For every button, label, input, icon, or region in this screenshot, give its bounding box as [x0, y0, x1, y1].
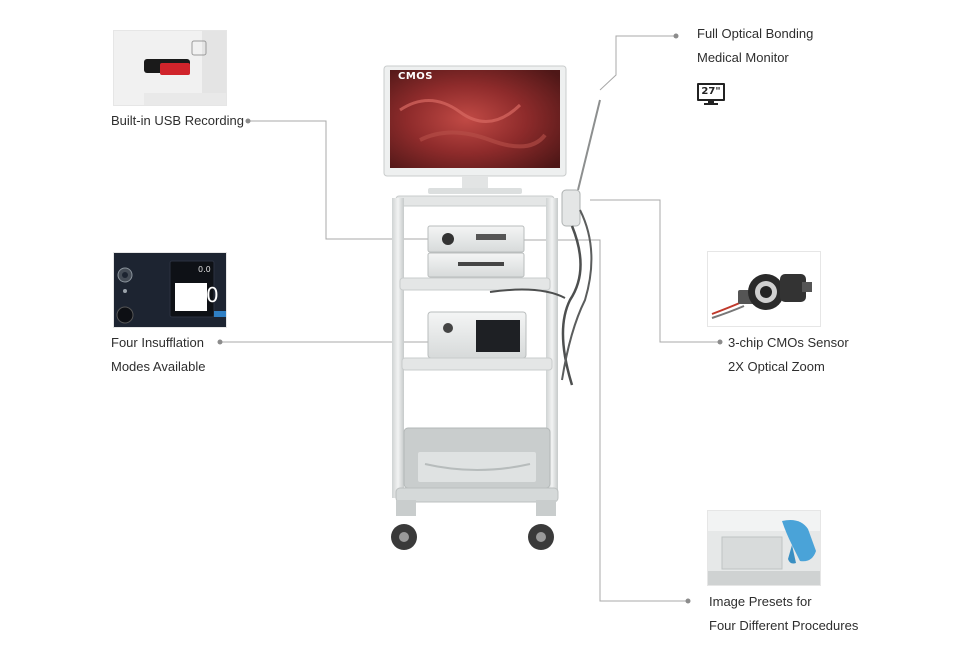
cart-right-pole: [546, 198, 558, 498]
endoscope-rod: [577, 99, 601, 191]
usb-recording-label: Built-in USB Recording: [111, 113, 244, 128]
sensor-thumbnail: [707, 251, 821, 327]
leader-line-usb: [248, 120, 432, 240]
presets-label-line2: Four Different Procedures: [709, 618, 859, 633]
screen-cmos-tag: CMOS: [398, 71, 433, 82]
insufflation-label-line2: Modes Available: [111, 359, 206, 374]
leader-dot-monitor: [673, 33, 679, 39]
insufflator-readout-top: 0.0: [198, 265, 211, 274]
leader-dot-presets: [685, 598, 691, 604]
leader-line-sensor: [590, 199, 720, 343]
cart-left-pole: [392, 198, 404, 498]
monitor-27-icon: 27": [697, 83, 725, 105]
endoscopy-cart-image: [383, 65, 601, 550]
insufflator-readout-big: 0: [206, 283, 219, 307]
sensor-label-line2: 2X Optical Zoom: [728, 359, 825, 374]
leader-dot-sensor: [717, 339, 723, 345]
cart-top-shelf: [395, 195, 555, 207]
monitor-label-line2: Medical Monitor: [697, 50, 789, 65]
sensor-label-line1: 3-chip CMOs Sensor: [728, 335, 849, 350]
insufflation-label-line1: Four Insufflation: [111, 335, 204, 350]
presets-thumbnail: [707, 510, 821, 586]
leader-dot-insufflation: [217, 339, 223, 345]
presets-label-line1: Image Presets for: [709, 594, 812, 609]
insufflation-thumbnail: [113, 252, 227, 328]
monitor-size-text: 27": [697, 83, 725, 101]
leader-dot-usb: [245, 118, 251, 124]
monitor-label-line1: Full Optical Bonding: [697, 26, 814, 41]
gloved-hand-icon: [708, 511, 820, 585]
leader-line-monitor: [599, 35, 676, 91]
usb-recording-thumbnail: [113, 30, 227, 106]
usb-drive-icon: [114, 31, 226, 105]
leader-line-presets: [520, 239, 688, 602]
camera-head-icon: [708, 252, 820, 326]
insufflator-panel-icon: [114, 253, 226, 327]
